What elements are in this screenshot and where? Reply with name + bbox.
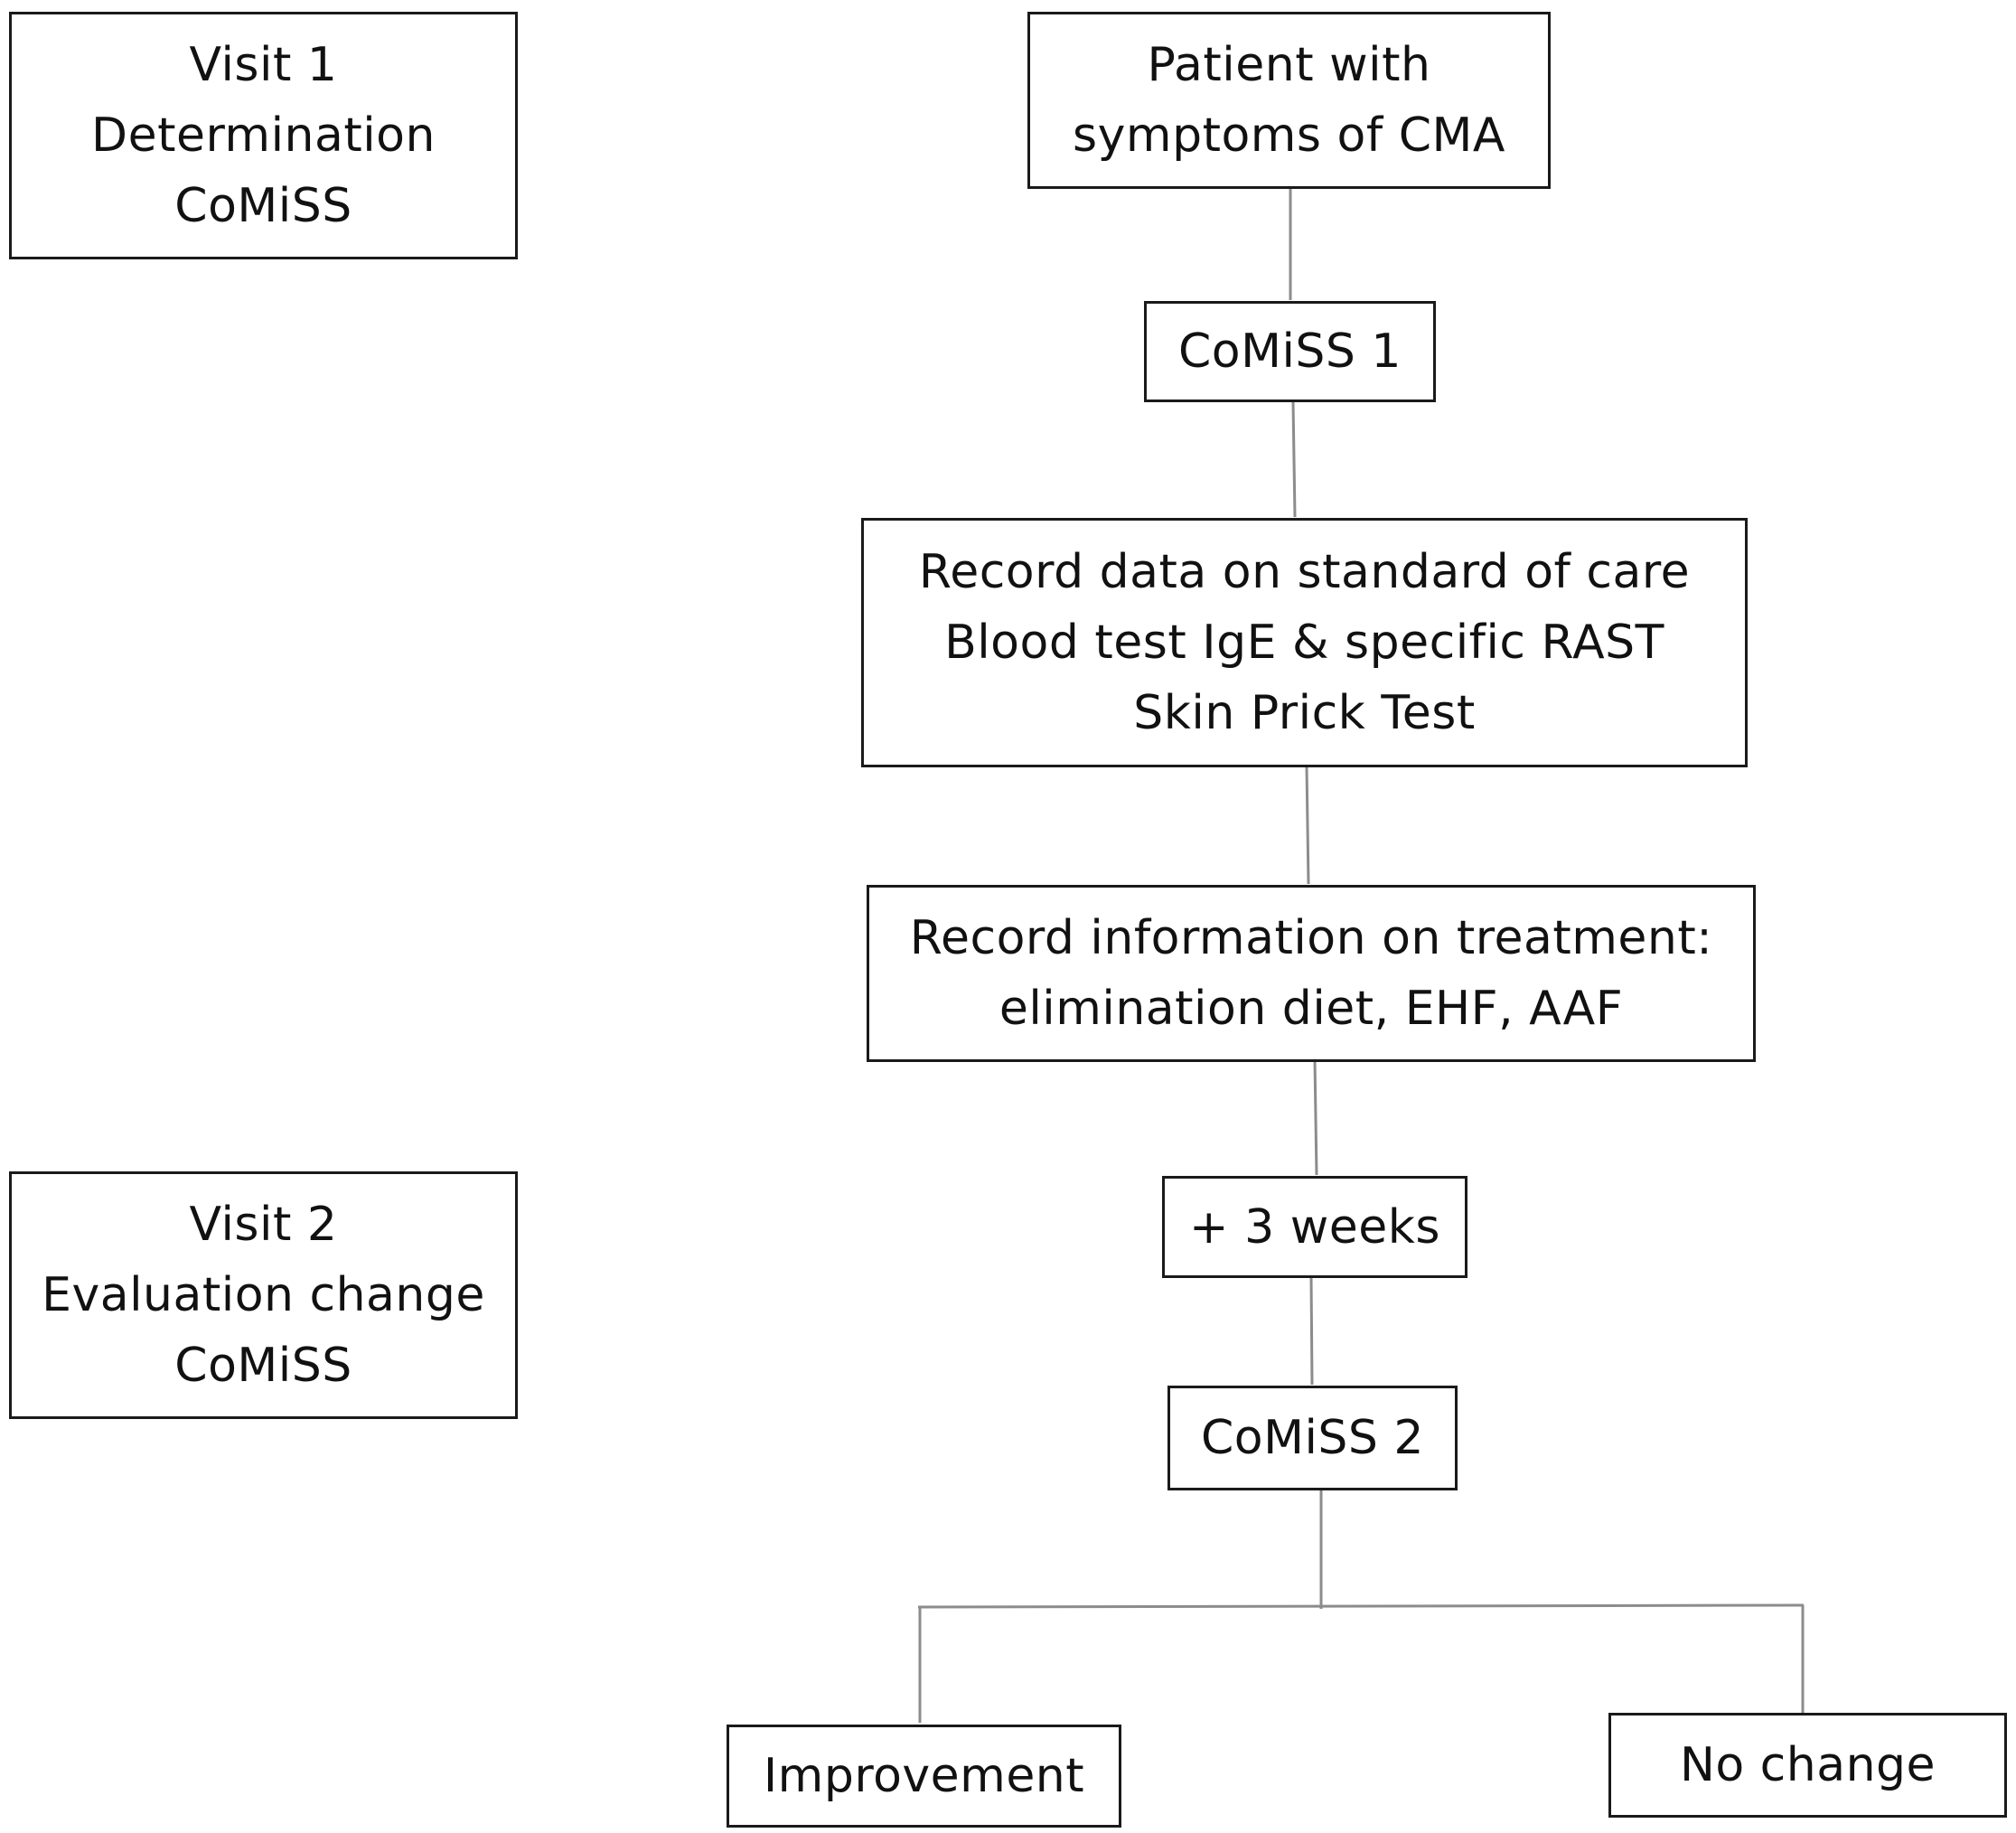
improvement-label: Improvement	[763, 1749, 1085, 1803]
record-data-line-1: Record data on standard of care	[918, 545, 1691, 599]
record-data-line-2: Blood test IgE & specific RAST	[944, 616, 1664, 670]
connector-branch-horizontal	[917, 1603, 1805, 1609]
comiss2-box: CoMiSS 2	[1167, 1386, 1458, 1490]
no-change-label: No change	[1679, 1738, 1936, 1792]
record-treatment-line-1: Record information on treatment:	[909, 911, 1713, 965]
connector-comiss1-record-data	[1291, 401, 1297, 518]
record-treatment-box: Record information on treatment: elimina…	[867, 885, 1756, 1062]
patient-box: Patient with symptoms of CMA	[1027, 12, 1551, 189]
weeks-label: + 3 weeks	[1189, 1199, 1440, 1255]
record-data-box: Record data on standard of care Blood te…	[861, 518, 1748, 767]
patient-line-2: symptoms of CMA	[1073, 108, 1505, 163]
visit2-measure: CoMiSS	[174, 1339, 352, 1393]
visit1-measure: CoMiSS	[174, 179, 352, 233]
connector-treatment-weeks	[1313, 1058, 1318, 1176]
record-data-line-3: Skin Prick Test	[1133, 686, 1476, 740]
visit2-title: Visit 2	[189, 1198, 338, 1252]
connector-record-data-treatment	[1305, 766, 1310, 885]
no-change-box: No change	[1608, 1713, 2007, 1818]
visit1-title: Visit 1	[189, 38, 338, 92]
weeks-box: + 3 weeks	[1162, 1176, 1467, 1278]
patient-line-1: Patient with	[1147, 38, 1431, 92]
visit2-box: Visit 2 Evaluation change CoMiSS	[9, 1171, 518, 1419]
comiss2-label: CoMiSS 2	[1200, 1411, 1425, 1465]
visit1-subtitle: Determination	[91, 108, 436, 163]
visit2-subtitle: Evaluation change	[42, 1268, 485, 1322]
comiss1-box: CoMiSS 1	[1144, 301, 1436, 402]
improvement-box: Improvement	[727, 1725, 1121, 1828]
comiss1-label: CoMiSS 1	[1177, 324, 1402, 379]
record-treatment-line-2: elimination diet, EHF, AAF	[999, 982, 1624, 1036]
visit1-box: Visit 1 Determination CoMiSS	[9, 12, 518, 259]
connector-weeks-comiss2	[1309, 1275, 1314, 1386]
